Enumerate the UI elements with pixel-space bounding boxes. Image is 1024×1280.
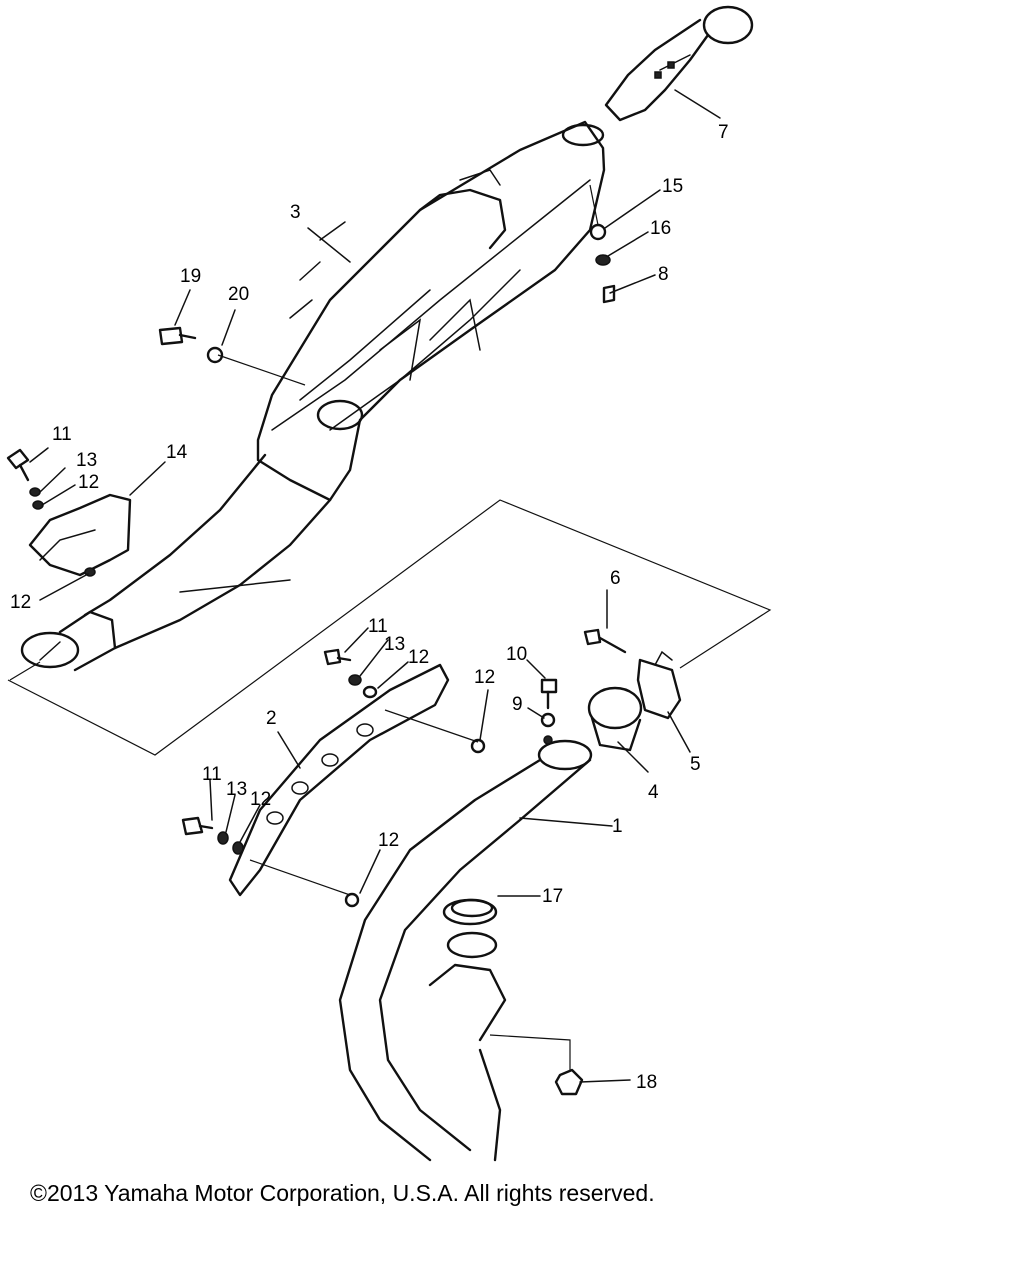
callout-20: 20 <box>228 284 249 305</box>
callout-19: 19 <box>180 266 201 287</box>
callout-9: 9 <box>512 694 523 715</box>
muffler <box>256 120 606 502</box>
fasteners <box>6 223 627 1096</box>
callout-6: 6 <box>610 568 621 589</box>
muffler-front-pipe <box>20 453 332 672</box>
callout-14: 14 <box>166 442 188 463</box>
callout-13-lower: 13 <box>226 779 247 800</box>
callouts: 1 2 3 4 5 6 7 8 9 10 11 11 11 12 12 12 1… <box>10 122 729 1093</box>
leader-lines <box>29 89 721 1083</box>
spark-arrester <box>604 5 754 122</box>
callout-2: 2 <box>266 708 277 729</box>
callout-12-left-upper: 12 <box>78 472 99 493</box>
callout-12-right: 12 <box>474 667 495 688</box>
callout-12-left-lower: 12 <box>10 592 31 613</box>
copyright-notice: ©2013 Yamaha Motor Corporation, U.S.A. A… <box>30 1180 655 1206</box>
joint-parts <box>587 650 682 752</box>
callout-17: 17 <box>542 886 563 907</box>
callout-11-top: 11 <box>52 424 72 445</box>
callout-16: 16 <box>650 218 671 239</box>
callout-8: 8 <box>658 264 669 285</box>
callout-11-lower: 11 <box>202 764 222 785</box>
callout-13-middle: 13 <box>384 634 405 655</box>
callout-10: 10 <box>506 644 527 665</box>
callout-1: 1 <box>612 816 623 837</box>
exhaust-parts-diagram: 1 2 3 4 5 6 7 8 9 10 11 11 11 12 12 12 1… <box>6 5 772 1162</box>
exhaust-pipe <box>338 739 593 1162</box>
callout-4: 4 <box>648 782 659 803</box>
callout-15: 15 <box>662 176 683 197</box>
assembly-lines <box>7 184 772 1070</box>
callout-13-top: 13 <box>76 450 97 471</box>
callout-11-middle: 11 <box>368 616 388 637</box>
callout-18: 18 <box>636 1072 657 1093</box>
callout-5: 5 <box>690 754 701 775</box>
callout-7: 7 <box>718 122 729 143</box>
callout-12-lower: 12 <box>378 830 399 851</box>
callout-12-lower-left: 12 <box>250 789 271 810</box>
callout-3: 3 <box>290 202 301 223</box>
brackets <box>28 493 450 897</box>
callout-12-middle: 12 <box>408 647 429 668</box>
